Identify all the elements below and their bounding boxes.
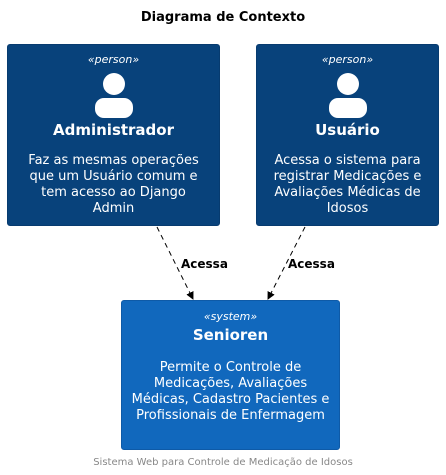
system-stereotype: «system» [203,310,258,323]
admin-person-box[interactable]: «person» Administrador Faz as mesmas ope… [7,44,220,226]
relation-user-arrow [267,226,306,300]
relation-admin-label: Acessa [181,257,228,271]
diagram-title: Diagrama de Contexto [140,10,306,25]
relation-admin-arrow [156,226,194,300]
relation-user-label: Acessa [288,257,335,271]
user-stereotype: «person» [321,53,374,66]
person-icon [328,73,367,118]
admin-stereotype: «person» [87,53,140,66]
person-icon [94,73,133,118]
diagram-footer: Sistema Web para Controle de Medicação d… [93,457,353,468]
user-description: Acessa o sistema para registrar Medicaçõ… [273,153,422,216]
senioren-system-box[interactable]: «system» Senioren Permite o Controle de … [121,300,340,450]
admin-name: Administrador [53,121,174,139]
system-description: Permite o Controle de Medicações, Avalia… [131,360,330,423]
system-name: Senioren [192,326,269,344]
user-person-box[interactable]: «person» Usuário Acessa o sistema para r… [256,44,439,226]
user-name: Usuário [315,121,380,139]
admin-description: Faz as mesmas operações que um Usuário c… [28,153,199,216]
